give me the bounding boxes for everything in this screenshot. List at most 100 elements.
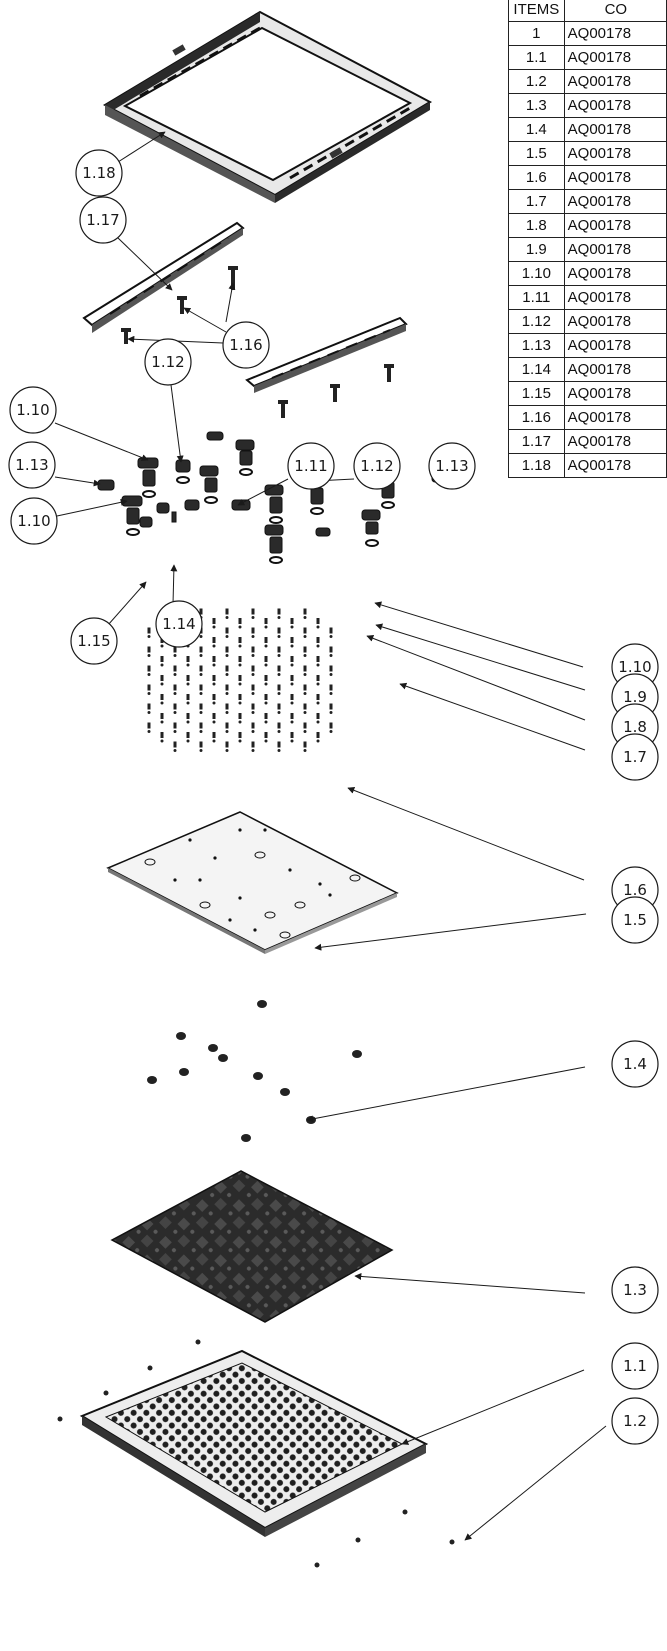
svg-text:1.11: 1.11 — [294, 457, 327, 475]
callout-1.7: 1.7 — [611, 733, 659, 781]
screw-parts — [121, 266, 394, 418]
svg-text:1.14: 1.14 — [162, 615, 195, 633]
bom-item-code: AQ00178 — [563, 309, 667, 334]
bom-item-code: AQ00178 — [563, 429, 667, 454]
bom-item-number: 1.6 — [508, 165, 565, 190]
bom-item-code: AQ00178 — [563, 93, 667, 118]
callout-1.14: 1.14 — [155, 600, 203, 648]
callout-1.16: 1.16 — [222, 321, 270, 369]
svg-text:1.8: 1.8 — [623, 718, 647, 736]
svg-text:1.7: 1.7 — [623, 748, 647, 766]
bom-header-items: ITEMS — [508, 0, 565, 22]
bom-item-code: AQ00178 — [563, 69, 667, 94]
plate-part — [106, 811, 399, 954]
svg-text:1.15: 1.15 — [77, 632, 110, 650]
bom-item-number: 1.4 — [508, 117, 565, 142]
svg-text:1.10: 1.10 — [618, 658, 651, 676]
callout-1.15: 1.15 — [70, 617, 118, 665]
bom-item-number: 1.3 — [508, 93, 565, 118]
svg-text:1.13: 1.13 — [15, 456, 48, 474]
svg-text:1.5: 1.5 — [623, 911, 647, 929]
bom-item-code: AQ00178 — [563, 381, 667, 406]
svg-text:1.10: 1.10 — [17, 512, 50, 530]
rail-part-right — [245, 316, 408, 393]
bom-item-number: 1.9 — [508, 237, 565, 262]
callout-1.3: 1.3 — [611, 1266, 659, 1314]
tray-part — [79, 1349, 429, 1537]
callout-1.5: 1.5 — [611, 896, 659, 944]
bom-header-row: ITEMS CO — [508, 0, 667, 22]
bom-item-code: AQ00178 — [563, 261, 667, 286]
svg-text:1.9: 1.9 — [623, 688, 647, 706]
bom-item-number: 1.14 — [508, 357, 565, 382]
callout-1.17: 1.17 — [79, 196, 127, 244]
callout-1.10-b: 1.10 — [10, 497, 58, 545]
callout-1.12-b: 1.12 — [353, 442, 401, 490]
callout-1.1: 1.1 — [611, 1342, 659, 1390]
callout-1.4: 1.4 — [611, 1040, 659, 1088]
bom-item-code: AQ00178 — [563, 285, 667, 310]
bom-item-number: 1.8 — [508, 213, 565, 238]
svg-text:1.10: 1.10 — [16, 401, 49, 419]
bom-item-code: AQ00178 — [563, 453, 667, 478]
bom-item-code: AQ00178 — [563, 141, 667, 166]
bom-item-code: AQ00178 — [563, 213, 667, 238]
small-screw-parts — [57, 1339, 455, 1568]
mat-part — [110, 1170, 394, 1323]
svg-text:1.1: 1.1 — [623, 1357, 647, 1375]
svg-text:1.17: 1.17 — [86, 211, 119, 229]
leader-lines — [54, 131, 607, 1541]
bom-item-number: 1.5 — [508, 141, 565, 166]
svg-text:1.4: 1.4 — [623, 1055, 647, 1073]
callout-1.12-a: 1.12 — [144, 338, 192, 386]
svg-text:1.2: 1.2 — [623, 1412, 647, 1430]
bom-item-number: 1.10 — [508, 261, 565, 286]
svg-text:1.3: 1.3 — [623, 1281, 647, 1299]
bom-item-number: 1.1 — [508, 45, 565, 70]
callout-1.11: 1.11 — [287, 442, 335, 490]
callout-1.10-a: 1.10 — [9, 386, 57, 434]
rail-part-left — [82, 221, 245, 333]
bom-item-number: 1.18 — [508, 453, 565, 478]
svg-text:1.13: 1.13 — [435, 457, 468, 475]
bom-item-number: 1.2 — [508, 69, 565, 94]
bom-item-code: AQ00178 — [563, 237, 667, 262]
bom-item-number: 1 — [508, 21, 565, 46]
svg-text:1.16: 1.16 — [229, 336, 262, 354]
svg-text:1.6: 1.6 — [623, 881, 647, 899]
callout-1.13-a: 1.13 — [8, 441, 56, 489]
bom-item-code: AQ00178 — [563, 165, 667, 190]
bom-item-number: 1.15 — [508, 381, 565, 406]
bom-item-number: 1.7 — [508, 189, 565, 214]
bom-item-number: 1.12 — [508, 309, 565, 334]
bom-item-code: AQ00178 — [563, 45, 667, 70]
frame-part — [102, 10, 433, 203]
foot-parts — [147, 1000, 362, 1142]
callout-1.13-b: 1.13 — [428, 442, 476, 490]
callout-1.18: 1.18 — [75, 149, 123, 197]
bom-item-code: AQ00178 — [563, 333, 667, 358]
bom-item-code: AQ00178 — [563, 405, 667, 430]
svg-text:1.12: 1.12 — [151, 353, 184, 371]
bom-item-code: AQ00178 — [563, 117, 667, 142]
bom-item-code: AQ00178 — [563, 21, 667, 46]
